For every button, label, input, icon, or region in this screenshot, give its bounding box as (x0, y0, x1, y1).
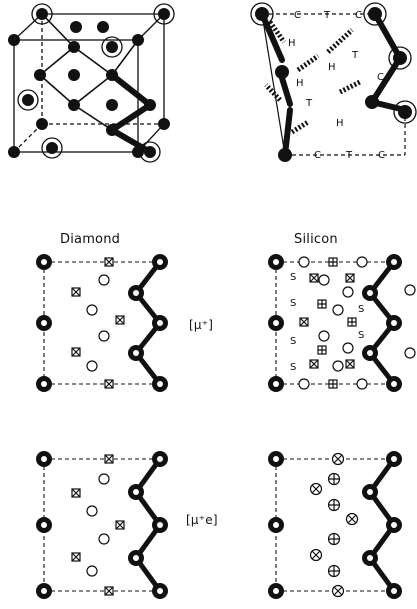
diamond-mu-plus-panel (30, 248, 180, 398)
s-site-label: S (290, 298, 296, 309)
s-site-label: S (290, 272, 296, 283)
site-label: C (294, 10, 301, 21)
s-site-label: S (290, 362, 296, 373)
site-plane-diagram: C T C H H H T C T H C T C (240, 0, 417, 170)
site-label: H (328, 62, 336, 73)
diamond-mu-plus-e-panel (30, 445, 180, 605)
site-label: T (345, 150, 353, 161)
site-label: C (377, 72, 384, 83)
site-label: T (305, 98, 313, 109)
column-label-silicon: Silicon (294, 232, 338, 247)
site-label: C (355, 10, 362, 21)
site-label: T (323, 10, 331, 21)
column-label-diamond: Diamond (60, 232, 121, 247)
row-label-mu-plus-e: [μ⁺e] (186, 513, 218, 527)
site-label: H (288, 38, 296, 49)
site-label: C (314, 150, 321, 161)
s-site-label: S (358, 330, 364, 341)
site-label: H (336, 118, 344, 129)
s-site-label: S (290, 336, 296, 347)
site-label: H (296, 78, 304, 89)
row-label-mu-plus: [μ⁺] (189, 318, 214, 332)
diamond-unit-cell (0, 0, 200, 170)
silicon-mu-plus-panel: S S S S S S (262, 248, 417, 398)
s-site-label: S (358, 304, 364, 315)
site-label: C (378, 150, 385, 161)
silicon-mu-plus-e-panel (262, 445, 417, 605)
site-label: T (351, 50, 359, 61)
